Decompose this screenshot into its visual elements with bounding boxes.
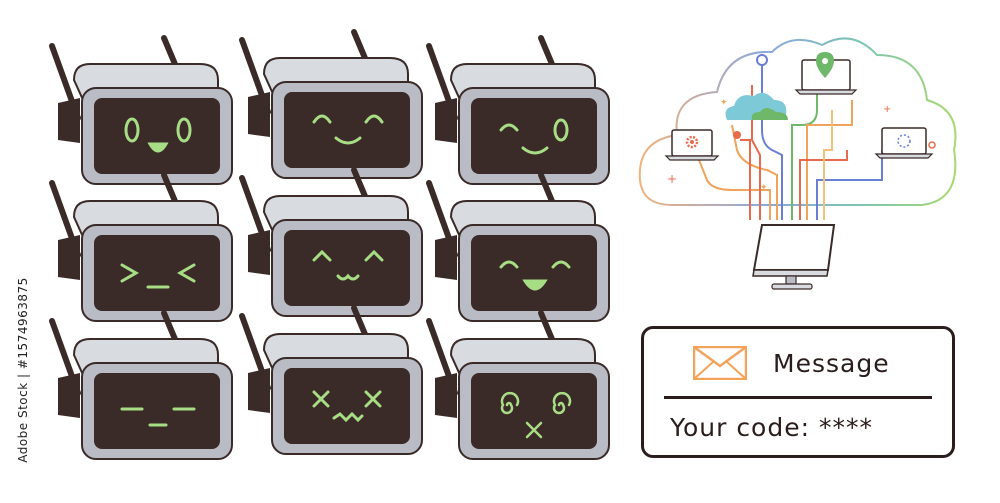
loading-icon <box>897 134 911 148</box>
robot-wink <box>429 38 609 184</box>
robot-dizzy-x <box>242 308 422 454</box>
envelope-icon <box>693 346 747 380</box>
gear-icon <box>685 135 699 149</box>
robot-cat-happy <box>242 170 422 316</box>
robot-spiral-dizzy <box>429 313 609 459</box>
message-divider <box>664 396 932 399</box>
svg-text:✦: ✦ <box>720 98 728 108</box>
verification-code-text: Your code: **** <box>670 413 873 442</box>
connection-lines <box>696 60 883 220</box>
robot-squint <box>52 175 232 321</box>
cloud-network: + + ✦ ✦ <box>638 37 957 290</box>
robot-surprised-smile <box>52 38 232 184</box>
robot-expressionless <box>52 313 232 459</box>
location-pin-icon <box>816 52 834 78</box>
message-title: Message <box>773 349 890 378</box>
laptop-icon <box>664 129 720 161</box>
svg-text:+: + <box>883 104 891 115</box>
svg-text:✦: ✦ <box>760 183 768 193</box>
cloud-icon <box>725 92 788 120</box>
robot-happy <box>242 32 422 178</box>
laptop-icon <box>874 127 934 159</box>
message-card: Message Your code: **** <box>641 326 955 458</box>
robot-joyful <box>429 175 609 321</box>
cloud-outline <box>638 37 957 206</box>
svg-text:+: + <box>667 172 677 186</box>
monitor-icon <box>752 224 836 290</box>
